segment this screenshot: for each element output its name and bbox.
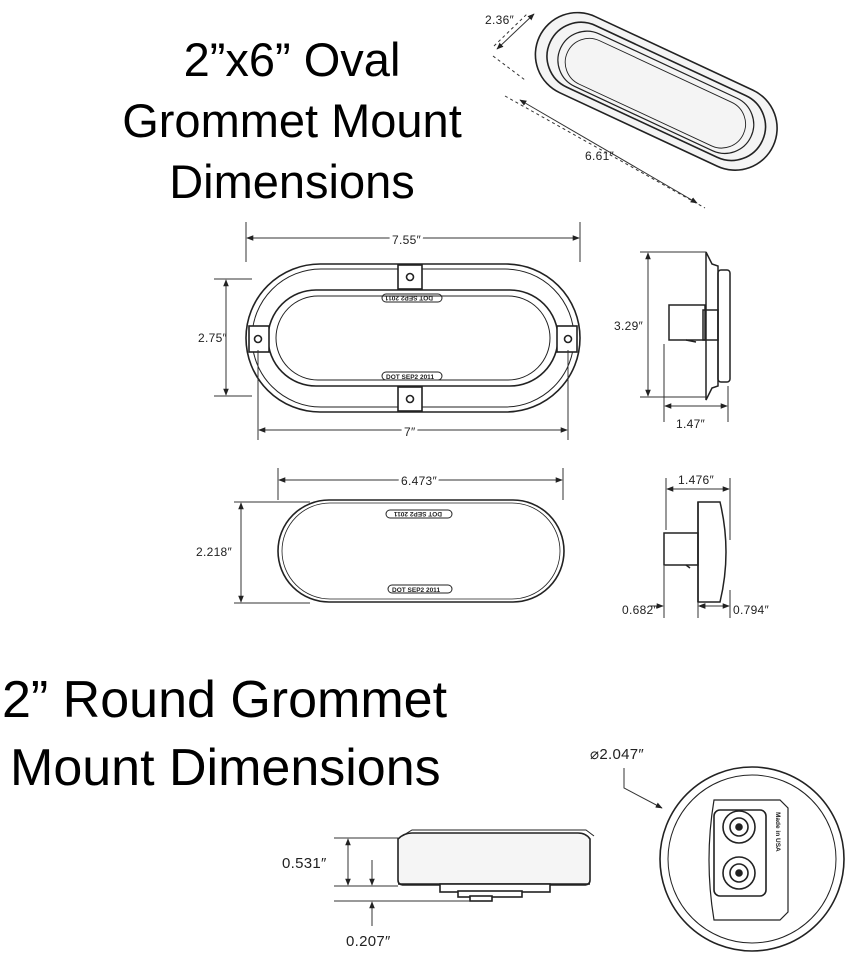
lamp-side-depth-label: 1.476″ bbox=[678, 473, 715, 487]
lamp-width-label: 6.473″ bbox=[401, 474, 438, 488]
round-title-line-1: 2” Round Grommet bbox=[2, 671, 448, 729]
oval-lamp-front bbox=[277, 499, 565, 603]
round-grommet-front bbox=[659, 766, 845, 952]
round-diameter-label: ⌀2.047″ bbox=[590, 746, 644, 763]
front-dimensions bbox=[214, 222, 581, 440]
lamp-bottom-label: DOT SEP2 2011 bbox=[392, 587, 440, 594]
front-top-label: DOT SEP2 2011 bbox=[385, 294, 433, 301]
round-body-height-label: 0.531″ bbox=[282, 855, 327, 872]
round-front-dimension bbox=[623, 768, 663, 809]
lamp-stem-label: 0.682″ bbox=[622, 603, 659, 617]
front-bottom-label: DOT SEP2 2011 bbox=[386, 374, 434, 381]
side-dimensions bbox=[640, 251, 729, 422]
lamp-top-label: DOT SEP2 2011 bbox=[394, 510, 442, 517]
round-side-dimensions bbox=[334, 837, 470, 926]
round-stem-height-label: 0.207″ bbox=[346, 933, 391, 950]
side-height-label: 3.29″ bbox=[614, 319, 644, 333]
oval-title-line-1: 2”x6” Oval bbox=[183, 33, 401, 86]
front-height-label: 2.75″ bbox=[198, 331, 228, 345]
oval-lamp-side bbox=[663, 501, 727, 603]
front-width-label: 7.55″ bbox=[392, 233, 422, 247]
oval-grommet-isometric bbox=[534, 11, 778, 171]
side-depth-label: 1.47″ bbox=[676, 417, 706, 431]
round-grommet-side bbox=[397, 829, 595, 902]
oval-grommet-front bbox=[245, 263, 581, 413]
front-spacing-label: 7″ bbox=[404, 425, 416, 439]
oval-title-line-2: Grommet Mount bbox=[122, 94, 462, 147]
lamp-height-label: 2.218″ bbox=[196, 545, 233, 559]
round-title-line-2: Mount Dimensions bbox=[10, 739, 441, 797]
iso-length-label: 6.61″ bbox=[585, 149, 615, 163]
lamp-side-dimensions bbox=[650, 478, 731, 618]
made-in-usa-label: Made in USA bbox=[774, 812, 781, 852]
iso-height-label: 2.36″ bbox=[485, 13, 515, 27]
oval-title-line-3: Dimensions bbox=[169, 155, 415, 208]
iso-dimensions bbox=[492, 13, 706, 209]
oval-grommet-side bbox=[668, 251, 731, 401]
lamp-front-dimensions bbox=[234, 468, 564, 604]
lamp-body-label: 0.794″ bbox=[733, 603, 770, 617]
